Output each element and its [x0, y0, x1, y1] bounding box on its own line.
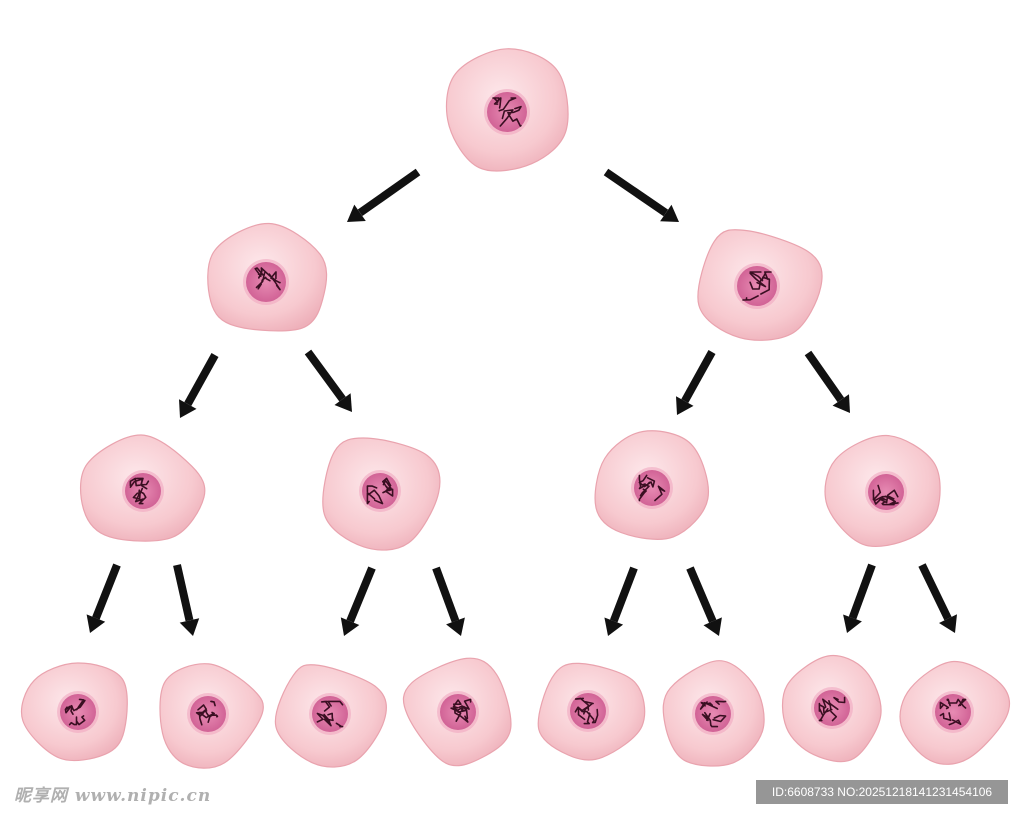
cell-icon [402, 657, 512, 767]
nucleus-icon [359, 470, 401, 512]
cell-icon [274, 664, 387, 768]
arrow-down-icon [432, 566, 465, 636]
arrow-down-icon [603, 168, 679, 222]
nucleus-icon [57, 691, 99, 733]
cell-icon [159, 663, 264, 769]
cell-icon [697, 229, 823, 341]
nucleus-icon [484, 89, 530, 135]
cell-icon [899, 660, 1011, 765]
nucleus-icon [309, 693, 351, 735]
nucleus-icon [631, 467, 673, 509]
nucleus-icon [811, 687, 853, 729]
cell-icon [445, 48, 569, 172]
arrow-down-icon [347, 168, 421, 222]
nucleus-icon [567, 690, 609, 732]
watermark-id: ID:6608733 NO:20251218141231454106 [756, 780, 1008, 804]
nucleus-icon [437, 691, 479, 733]
nucleus-icon [187, 693, 229, 735]
cell-icon [537, 662, 646, 761]
arrow-down-icon [86, 563, 121, 633]
watermark-logo: 昵享网 www.nipic.cn [14, 786, 212, 806]
nucleus-icon [865, 471, 907, 513]
arrow-down-icon [179, 353, 219, 418]
cell-icon [20, 662, 128, 762]
arrow-down-icon [843, 563, 876, 633]
cell-icon [322, 437, 441, 551]
arrow-down-icon [804, 350, 850, 413]
cell-icon [824, 434, 941, 548]
arrow-down-icon [304, 349, 352, 412]
cells-layer [20, 48, 1011, 769]
nucleus-icon [932, 691, 974, 733]
arrow-down-icon [604, 566, 638, 636]
cell-icon [594, 430, 709, 540]
cell-icon [781, 654, 882, 763]
nucleus-icon [692, 693, 734, 735]
arrows-layer [86, 168, 957, 636]
cell-icon [662, 660, 765, 767]
arrow-down-icon [676, 350, 716, 415]
cell-icon [79, 434, 206, 542]
arrow-down-icon [340, 566, 376, 636]
arrow-down-icon [173, 564, 200, 636]
nucleus-icon [734, 263, 780, 309]
arrow-down-icon [918, 563, 957, 633]
nucleus-icon [122, 470, 164, 512]
arrow-down-icon [686, 566, 722, 636]
nucleus-icon [243, 259, 289, 305]
cell-icon [207, 222, 328, 332]
